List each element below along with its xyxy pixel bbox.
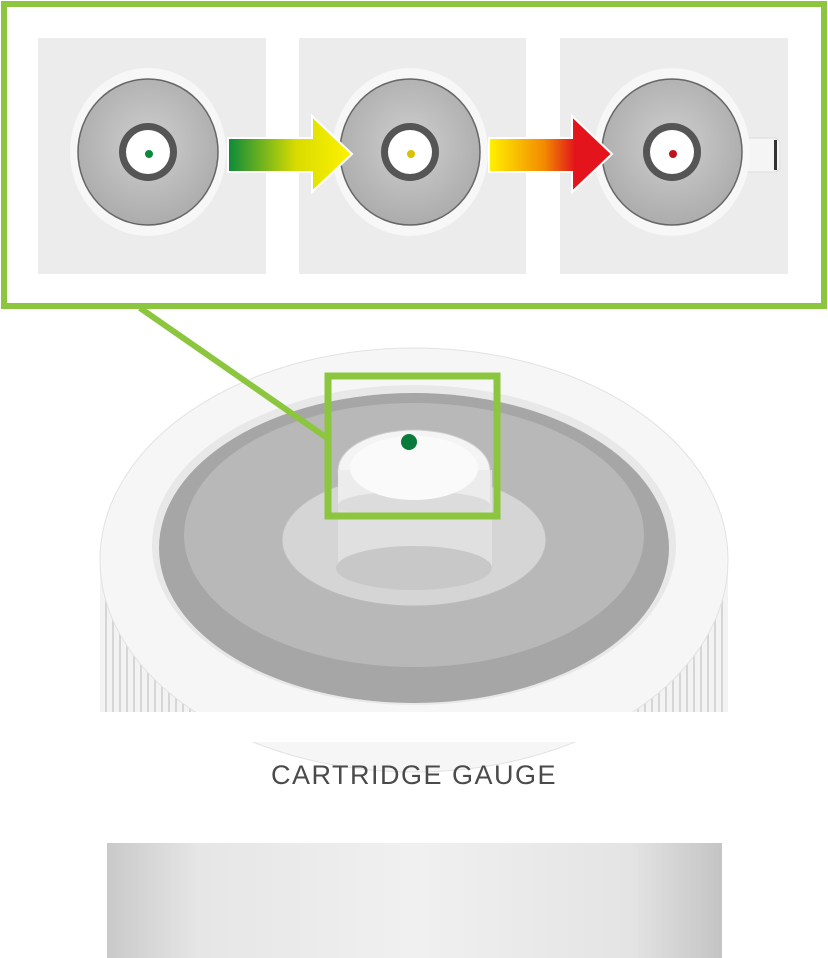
gauge-panel-full [38,38,266,274]
caption: CARTRIDGE GAUGE [270,760,558,790]
arrow-right-icon [227,113,354,195]
indicator-dot-green [145,150,153,158]
arrow-right-icon [488,113,614,195]
product-base [107,843,722,958]
callout-highlight [324,372,501,520]
gauge-panel-empty [560,38,788,274]
indicator-dot-red [669,150,677,158]
product-body [99,347,729,773]
callout-line [138,305,332,443]
indicator-dot-green [401,434,417,450]
indicator-dot-yellow [407,150,415,158]
